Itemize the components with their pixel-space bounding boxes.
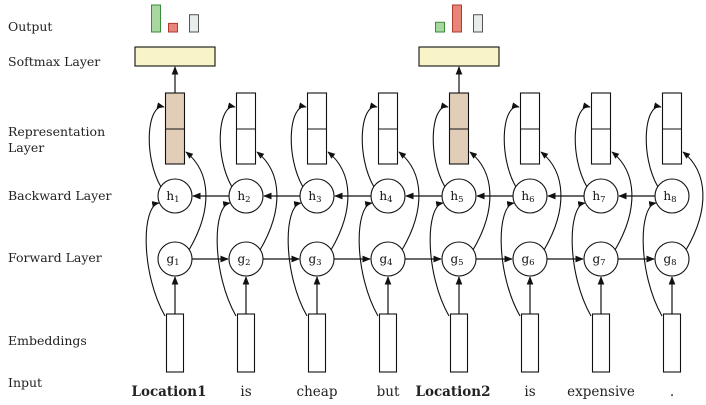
embedding-to-backward-curve	[642, 201, 663, 317]
forward-node	[441, 241, 477, 277]
forward-to-representation-curve	[398, 151, 420, 251]
embedding-to-backward-curve	[429, 201, 450, 317]
embedding-box	[165, 313, 185, 373]
input-word: expensive	[567, 384, 635, 400]
forward-node	[654, 241, 690, 277]
softmax-box	[134, 46, 216, 67]
embedding-box	[378, 313, 398, 373]
input-word: .	[670, 384, 674, 400]
backward-node-subscript: 7	[600, 195, 605, 205]
shapes-layer: h1g1Location1h2g2ish3g3cheaph4g4buth5g5L…	[131, 4, 690, 400]
forward-node-subscript: 2	[245, 258, 250, 268]
forward-node	[370, 241, 406, 277]
backward-node-subscript: 8	[671, 195, 676, 205]
embedding-to-backward-curve	[287, 201, 308, 317]
output-probability-bar	[473, 14, 483, 33]
embedding-to-backward-curve	[216, 201, 237, 317]
forward-node-subscript: 3	[316, 258, 321, 268]
layer-label-output: Output	[8, 19, 53, 34]
layer-label-backward: Backward Layer	[8, 188, 112, 203]
embedding-box	[307, 313, 327, 373]
forward-to-representation-curve	[540, 151, 562, 251]
embedding-to-backward-curve	[358, 201, 379, 317]
forward-to-representation-curve	[327, 151, 349, 251]
backward-to-representation-curve	[290, 102, 307, 188]
forward-node-subscript: 6	[529, 258, 534, 268]
backward-node	[299, 178, 335, 214]
forward-node-subscript: 8	[671, 258, 676, 268]
backward-node	[512, 178, 548, 214]
input-word: Location2	[415, 384, 490, 400]
layer-label-forward: Forward Layer	[8, 250, 102, 265]
embedding-box	[591, 313, 611, 373]
input-word: cheap	[297, 384, 338, 400]
embedding-to-backward-curve	[500, 201, 521, 317]
softmax-box	[418, 46, 500, 67]
forward-node	[228, 241, 264, 277]
embedding-box	[236, 313, 256, 373]
output-probability-bar	[151, 4, 161, 33]
backward-node-subscript: 3	[316, 195, 321, 205]
forward-node-subscript: 7	[600, 258, 605, 268]
forward-node	[299, 241, 335, 277]
embedding-box	[662, 313, 682, 373]
output-probability-bar	[168, 22, 178, 33]
backward-to-representation-curve	[645, 102, 662, 188]
embedding-box	[449, 313, 469, 373]
layer-label-representation: Representation Layer	[8, 124, 105, 156]
layer-label-representation-line2: Layer	[8, 140, 45, 155]
backward-node	[654, 178, 690, 214]
forward-node-subscript: 5	[458, 258, 463, 268]
embedding-to-backward-curve	[571, 201, 592, 317]
forward-to-representation-curve	[256, 151, 278, 251]
forward-node-subscript: 4	[387, 258, 392, 268]
forward-to-representation-curve	[682, 151, 704, 251]
input-word: is	[524, 384, 535, 400]
backward-node	[370, 178, 406, 214]
backward-to-representation-curve	[574, 102, 591, 188]
forward-to-representation-curve	[611, 151, 633, 251]
forward-node	[512, 241, 548, 277]
embedding-to-backward-curve	[145, 201, 166, 317]
forward-to-representation-curve	[469, 151, 491, 251]
forward-to-representation-curve	[185, 151, 207, 251]
backward-node	[441, 178, 477, 214]
forward-node	[157, 241, 193, 277]
backward-to-representation-curve	[432, 102, 449, 188]
input-word: is	[240, 384, 251, 400]
layer-label-embeddings: Embeddings	[8, 333, 87, 348]
backward-to-representation-curve	[503, 102, 520, 188]
backward-node-subscript: 5	[458, 195, 463, 205]
backward-node-subscript: 4	[387, 195, 392, 205]
forward-node-subscript: 1	[174, 258, 179, 268]
backward-node-subscript: 1	[174, 195, 179, 205]
backward-to-representation-curve	[219, 102, 236, 188]
backward-node	[583, 178, 619, 214]
arrows-layer	[145, 66, 704, 317]
output-probability-bar	[189, 14, 199, 33]
input-word: but	[377, 384, 400, 400]
backward-node-subscript: 2	[245, 195, 250, 205]
embedding-box	[520, 313, 540, 373]
backward-node-subscript: 6	[529, 195, 534, 205]
backward-node	[157, 178, 193, 214]
backward-to-representation-curve	[361, 102, 378, 188]
output-probability-bar	[452, 4, 462, 33]
layer-label-representation-line1: Representation	[8, 124, 106, 139]
input-word: Location1	[131, 384, 206, 400]
layer-label-softmax: Softmax Layer	[8, 54, 101, 69]
forward-node	[583, 241, 619, 277]
backward-to-representation-curve	[148, 102, 165, 188]
output-probability-bar	[435, 21, 445, 33]
layer-label-input: Input	[8, 375, 43, 390]
backward-node	[228, 178, 264, 214]
